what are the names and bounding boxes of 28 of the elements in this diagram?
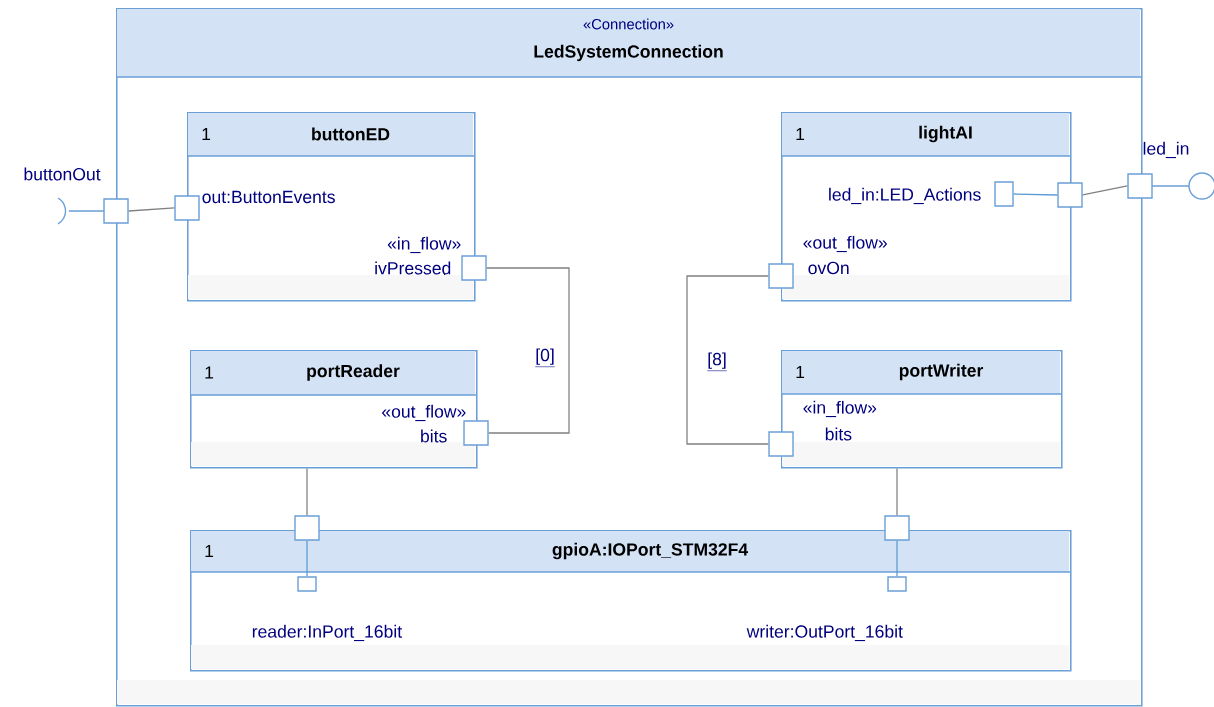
connector: [306, 540, 308, 577]
connector: [1082, 185, 1128, 196]
port-label: «out_flow»: [803, 235, 887, 253]
port-square: [294, 515, 320, 541]
connector: [486, 267, 570, 434]
port-label: reader:InPort_16bit: [252, 624, 402, 642]
port-label: bits: [421, 429, 447, 443]
port-label: «in_flow»: [387, 236, 461, 254]
port-label: out:ButtonEvents: [202, 190, 335, 204]
connector: [128, 207, 175, 212]
edge-label: [8]: [706, 352, 728, 372]
connector: [1013, 193, 1058, 196]
port-label: ovOn: [808, 261, 849, 275]
port-square: [1057, 182, 1083, 208]
port-label: buttonOut: [24, 167, 101, 181]
connector: [306, 467, 308, 516]
port-label: bits: [825, 427, 852, 441]
connector: [896, 540, 898, 577]
connector: [896, 467, 898, 516]
port-label: «out_flow»: [382, 404, 466, 422]
port-square: [884, 515, 910, 541]
port-label: «in_flow»: [803, 400, 877, 418]
edge-label: [0]: [534, 348, 556, 368]
port-label: led_in: [1143, 141, 1189, 159]
port-label: ivPressed: [375, 261, 451, 275]
port-label: led_in:LED_Actions: [829, 187, 981, 205]
port-label: writer:OutPort_16bit: [746, 624, 903, 642]
connector: [686, 275, 769, 445]
